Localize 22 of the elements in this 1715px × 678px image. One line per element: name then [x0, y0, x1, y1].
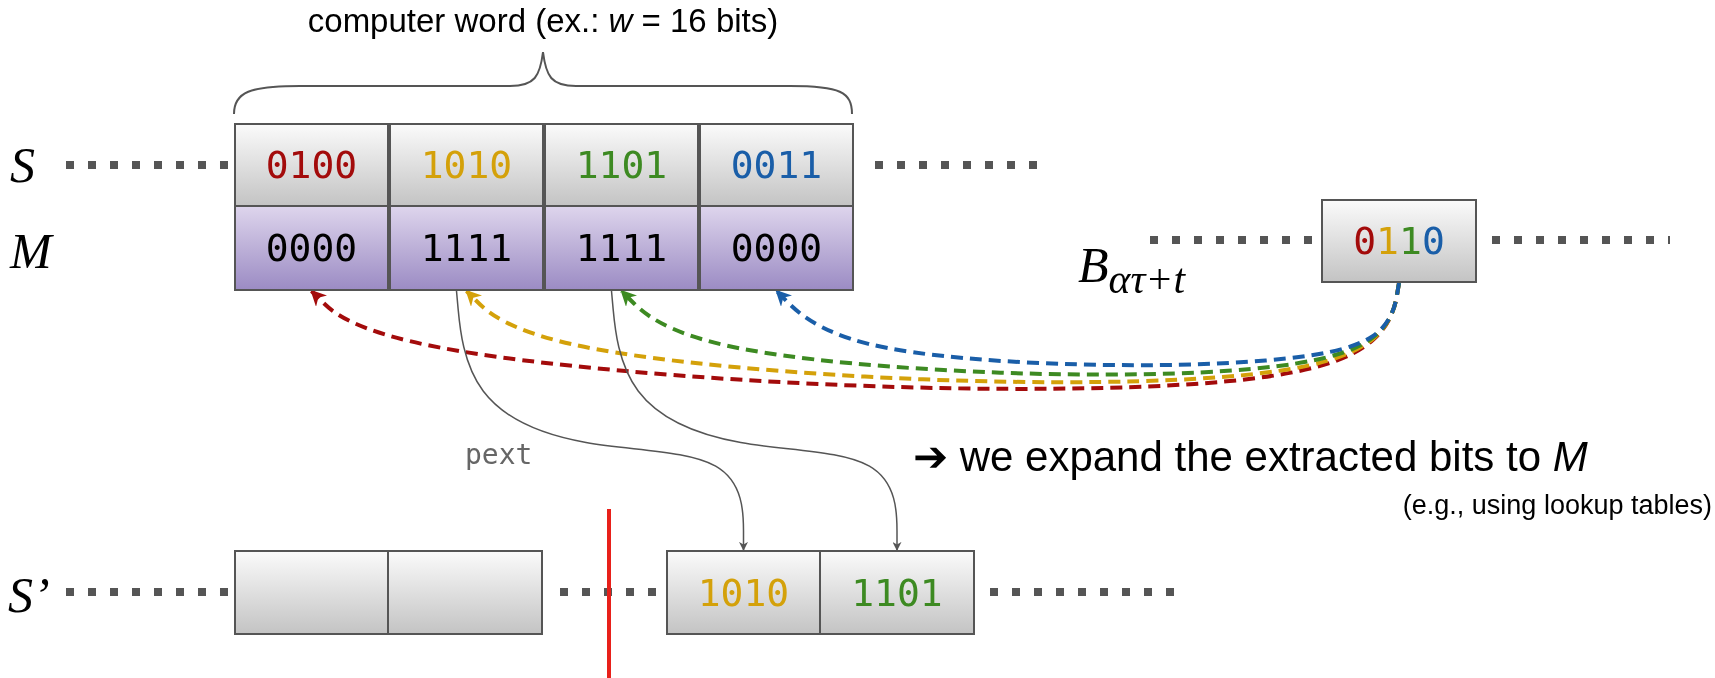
bit-cell: 0110 — [1321, 199, 1477, 283]
row-label: S’ — [8, 566, 50, 624]
row-label: S — [10, 136, 35, 194]
arrow — [610, 290, 902, 551]
arrow — [455, 290, 748, 551]
bit-cell: 1101 — [544, 123, 699, 207]
title: computer word (ex.: w = 16 bits) — [307, 2, 779, 40]
note: ➔ we expand the extracted bits to M — [913, 432, 1588, 481]
mask-cell: 1111 — [544, 205, 699, 291]
mask-cell: 1111 — [389, 205, 544, 291]
operation-label: pext — [465, 438, 533, 471]
mask-cell: 0000 — [234, 205, 389, 291]
bit-cell: 0011 — [699, 123, 854, 207]
bit-cell: 1010 — [666, 550, 821, 635]
bit-cell: 1010 — [389, 123, 544, 207]
variable-label: B$_{ατ+t}$ — [1078, 236, 1185, 303]
bit-cell: 0100 — [234, 123, 389, 207]
mask-cell: 0000 — [699, 205, 854, 291]
arrow — [775, 282, 1401, 368]
row-label: M — [10, 222, 52, 280]
note: (e.g., using lookup tables) — [1402, 490, 1712, 521]
bit-cell: 1101 — [819, 550, 975, 635]
